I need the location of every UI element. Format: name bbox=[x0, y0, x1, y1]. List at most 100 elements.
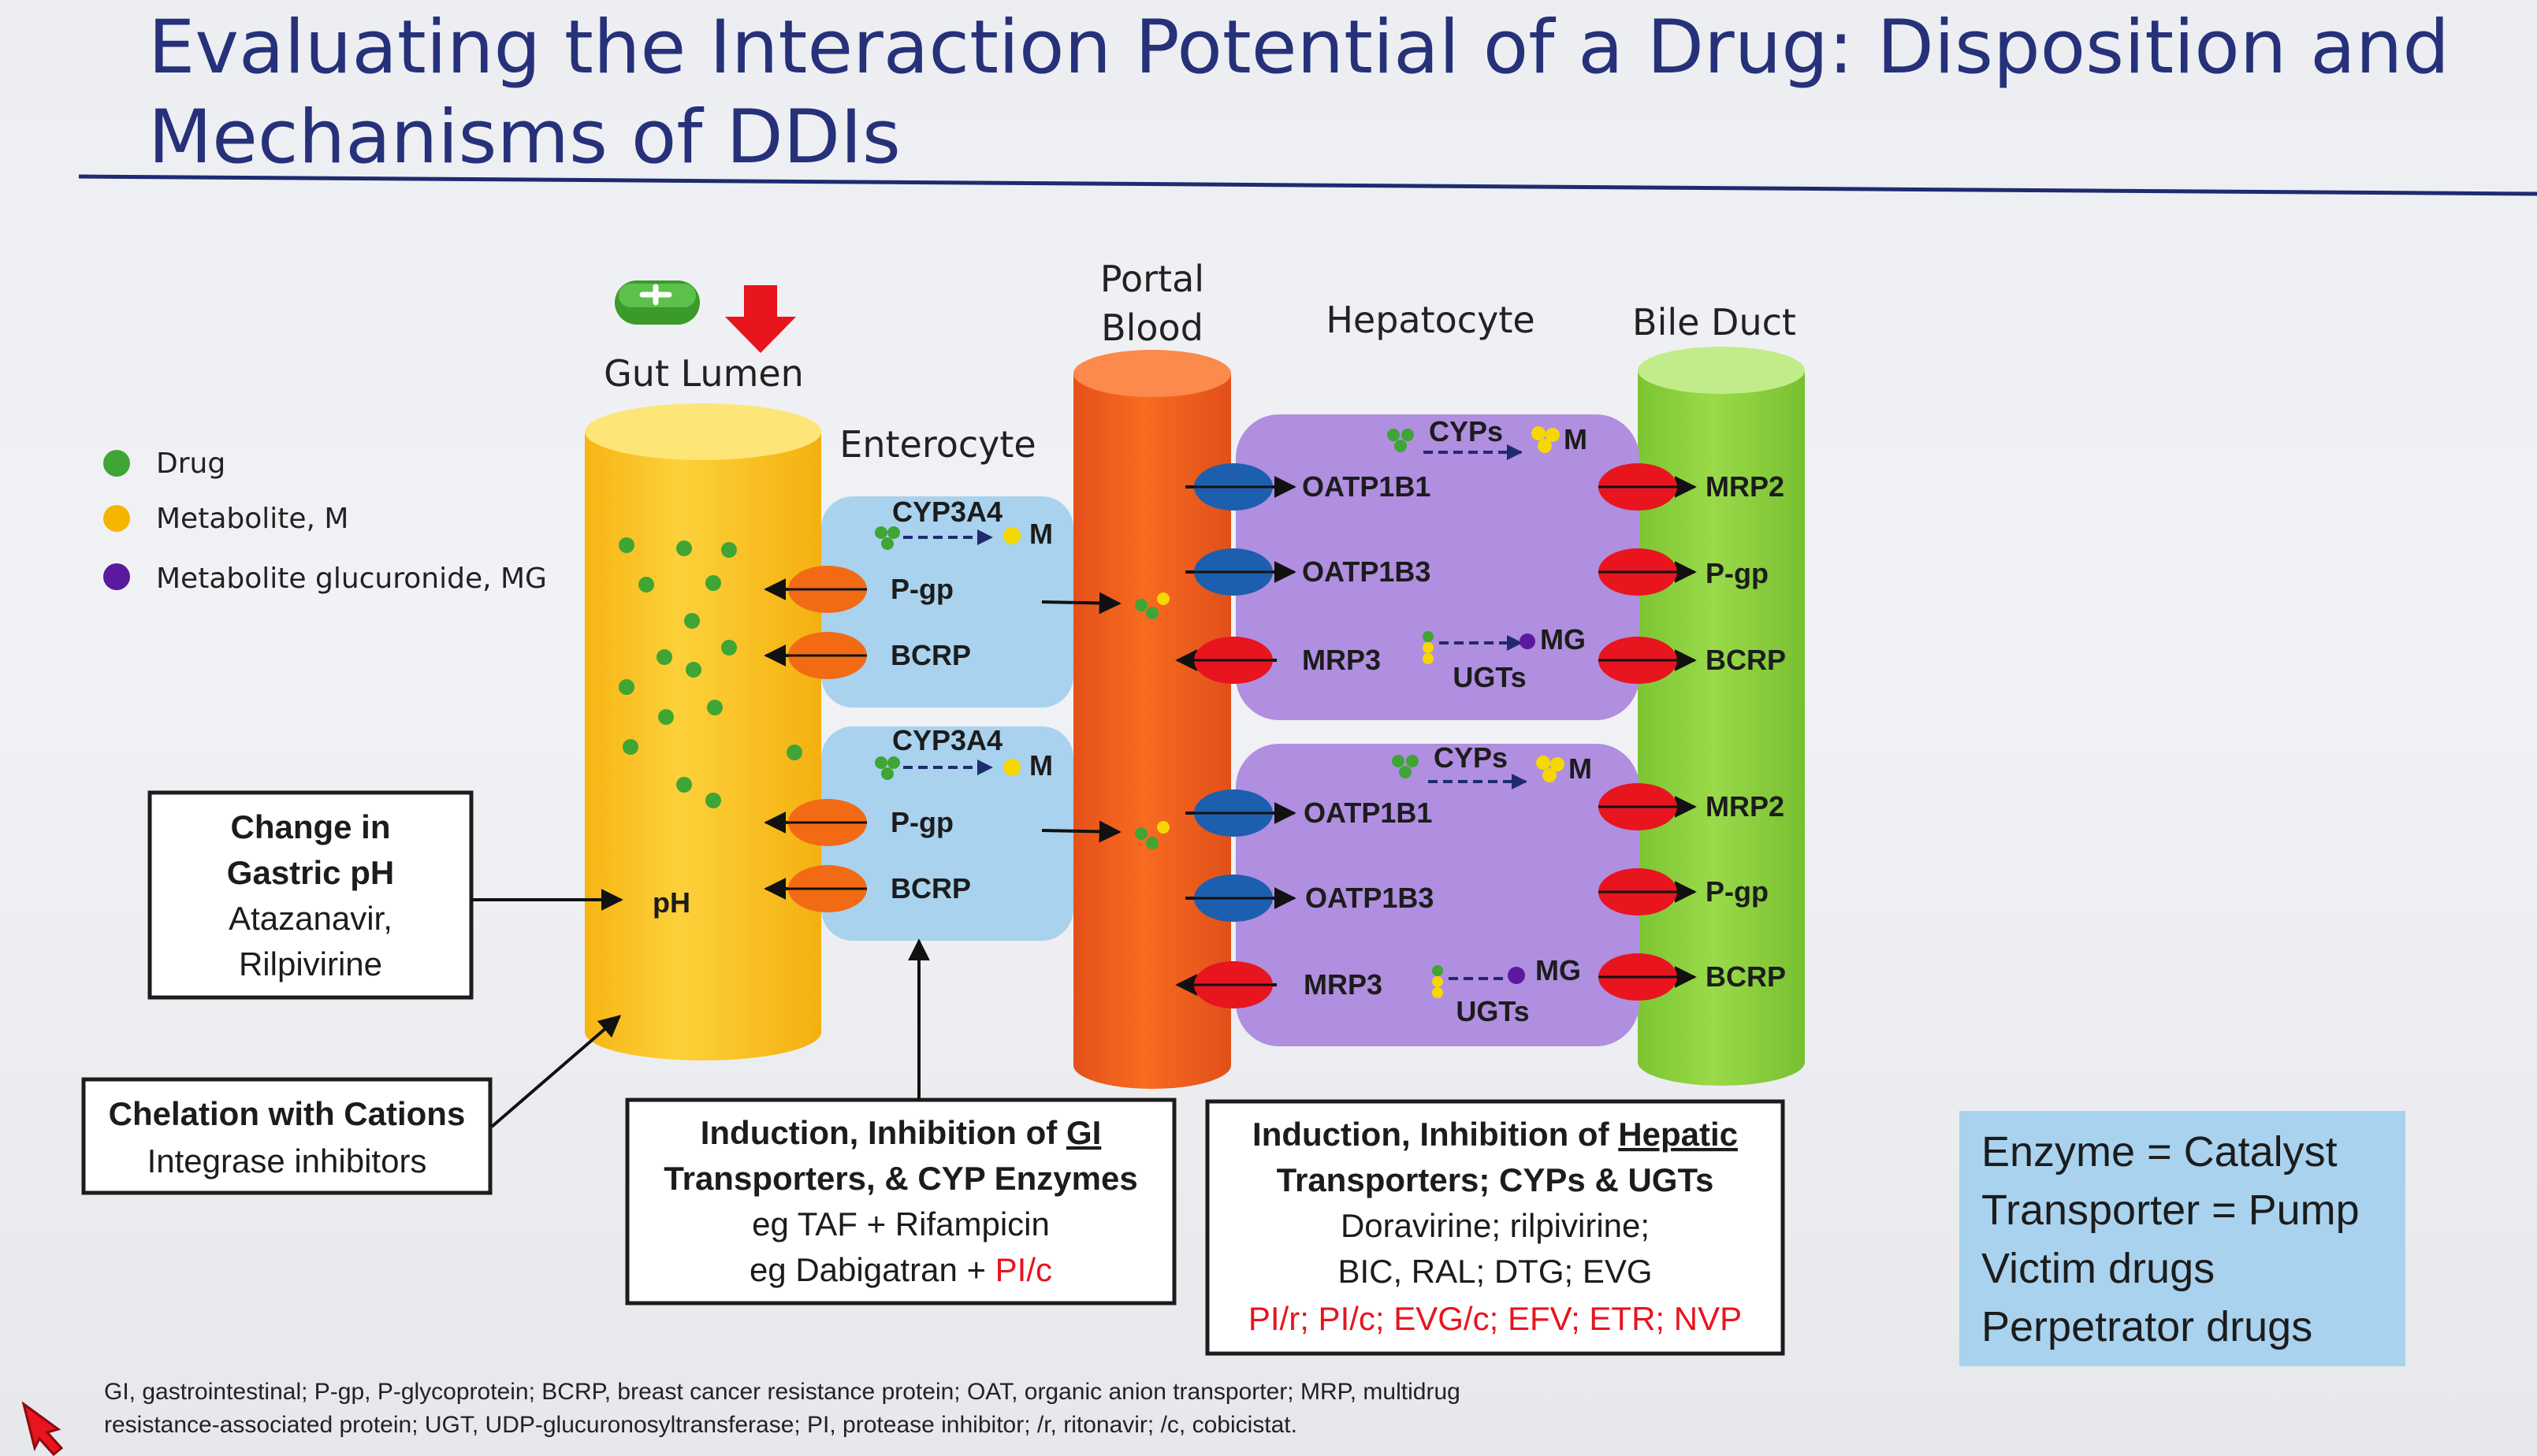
mrp3-label: MRP3 bbox=[1304, 968, 1382, 1001]
drug-cluster-icon bbox=[875, 526, 900, 550]
drug-cluster-icon bbox=[1387, 429, 1414, 452]
oatp1b1-label: OATP1B1 bbox=[1304, 797, 1432, 829]
gastric-title-1: Change in bbox=[230, 808, 390, 845]
footnote-line1: GI, gastrointestinal; P-gp, P-glycoprote… bbox=[104, 1379, 1460, 1405]
header-blood: Blood bbox=[1101, 306, 1203, 349]
enterocyte-cell-lower bbox=[821, 726, 1073, 941]
hepatocyte-cyps-upper: CYPs bbox=[1429, 415, 1503, 448]
gi-interaction-box bbox=[625, 1098, 1177, 1306]
chelation-title: Chelation with Cations bbox=[109, 1095, 466, 1132]
gastric-drug-1: Atazanavir, bbox=[229, 900, 392, 937]
metabolite-label: M bbox=[1564, 423, 1587, 455]
header-enterocyte: Enterocyte bbox=[839, 423, 1036, 466]
absorption-arrow bbox=[1041, 820, 1122, 843]
chelation-drugs: Integrase inhibitors bbox=[147, 1142, 427, 1179]
portal-blood-cylinder bbox=[1073, 350, 1231, 1089]
metabolite-cluster-icon bbox=[1536, 756, 1564, 782]
bile-pgp-label: P-gp bbox=[1706, 557, 1769, 589]
glucuronide-legend-dot bbox=[103, 563, 130, 590]
enterocyte-cyp3a4-upper: CYP3A4 bbox=[892, 496, 1003, 528]
gut-lumen-cylinder bbox=[585, 403, 821, 1060]
metabolite-legend-dot bbox=[103, 505, 130, 532]
ugts-label: UGTs bbox=[1453, 661, 1526, 693]
reference-enzyme: Enzyme = Catalyst bbox=[1981, 1128, 2338, 1176]
chelation-arrow bbox=[490, 1015, 622, 1128]
gi-title-2: Transporters, & CYP Enzymes bbox=[664, 1160, 1137, 1197]
metabolite-label: M bbox=[1029, 518, 1053, 550]
drug-cluster-icon bbox=[875, 756, 900, 780]
hepatic-drugs-2: BIC, RAL; DTG; EVG bbox=[1337, 1253, 1652, 1290]
gastric-title-2: Gastric pH bbox=[227, 854, 394, 891]
metabolite-dot bbox=[1003, 759, 1021, 776]
hepatocyte-cell-lower bbox=[1236, 744, 1639, 1046]
gastric-ph-box bbox=[147, 790, 474, 1000]
legend-glucuronide: Metabolite glucuronide, MG bbox=[156, 563, 547, 595]
hepatic-interaction-box bbox=[1205, 1099, 1785, 1356]
hepatic-title-2: Transporters; CYPs & UGTs bbox=[1277, 1161, 1714, 1198]
gi-example-2: eg Dabigatran + PI/c bbox=[750, 1251, 1052, 1288]
legend: Drug Metabolite, M Metabolite glucuronid… bbox=[103, 448, 547, 595]
reference-victim: Victim drugs bbox=[1981, 1245, 2215, 1292]
metabolite-dot bbox=[1003, 527, 1021, 544]
reference-box bbox=[1959, 1111, 2405, 1366]
metabolite-label: M bbox=[1568, 752, 1592, 785]
absorption-arrow bbox=[1041, 592, 1122, 615]
bcrp-label: BCRP bbox=[891, 639, 971, 671]
bile-pgp-label: P-gp bbox=[1706, 875, 1769, 908]
header-hepatocyte: Hepatocyte bbox=[1326, 299, 1534, 341]
down-arrow-icon bbox=[725, 285, 796, 353]
ph-label: pH bbox=[653, 886, 690, 919]
metabolite-label: M bbox=[1029, 749, 1053, 782]
hepatocyte-cyps-lower: CYPs bbox=[1434, 741, 1508, 774]
header-portal: Portal bbox=[1100, 258, 1204, 300]
drug-cluster-icon bbox=[1423, 631, 1434, 664]
drug-legend-dot bbox=[103, 450, 130, 477]
oatp1b3-label: OATP1B3 bbox=[1305, 882, 1434, 914]
cursor-icon bbox=[21, 1401, 64, 1456]
page-title-line2: Mechanisms of DDIs bbox=[148, 95, 901, 180]
title-underline bbox=[78, 174, 2537, 196]
oatp1b3-label: OATP1B3 bbox=[1302, 555, 1430, 588]
hepatic-drugs-1: Doravirine; rilpivirine; bbox=[1341, 1207, 1650, 1244]
page-title: Evaluating the Interaction Potential of … bbox=[148, 5, 2450, 91]
glucuronide-dot bbox=[1508, 967, 1525, 984]
bile-bcrp-label: BCRP bbox=[1706, 644, 1786, 676]
mrp3-label: MRP3 bbox=[1302, 644, 1381, 676]
hepatic-perpetrators: PI/r; PI/c; EVG/c; EFV; ETR; NVP bbox=[1248, 1300, 1742, 1337]
pgp-label: P-gp bbox=[891, 806, 954, 838]
footnote-line2: resistance-associated protein; UGT, UDP-… bbox=[104, 1412, 1297, 1438]
mrp2-label: MRP2 bbox=[1706, 470, 1784, 503]
gastric-drug-2: Rilpivirine bbox=[239, 945, 382, 982]
pgp-label: P-gp bbox=[891, 573, 954, 605]
mrp2-label: MRP2 bbox=[1706, 790, 1784, 823]
hepatocyte-cell-upper bbox=[1236, 414, 1639, 720]
drug-cluster-icon bbox=[1432, 965, 1443, 998]
glucuronide-label: MG bbox=[1540, 623, 1586, 656]
enterocyte-cyp3a4-lower: CYP3A4 bbox=[892, 724, 1003, 756]
legend-metabolite: Metabolite, M bbox=[156, 503, 348, 535]
bile-bcrp-label: BCRP bbox=[1706, 960, 1786, 993]
gi-title-1: Induction, Inhibition of GI bbox=[701, 1114, 1102, 1151]
metabolite-cluster-icon bbox=[1531, 426, 1560, 453]
header-bile-duct: Bile Duct bbox=[1632, 301, 1796, 344]
ugts-label: UGTs bbox=[1456, 995, 1529, 1027]
bcrp-label: BCRP bbox=[891, 872, 971, 904]
bile-duct-cylinder bbox=[1638, 347, 1805, 1086]
oatp1b1-label: OATP1B1 bbox=[1302, 470, 1430, 503]
hepatic-title-1: Induction, Inhibition of Hepatic bbox=[1252, 1116, 1738, 1153]
bile-transporters bbox=[1598, 463, 1697, 1001]
reference-transporter: Transporter = Pump bbox=[1981, 1187, 2360, 1234]
enterocyte-cell-upper bbox=[821, 496, 1073, 708]
drug-particles bbox=[619, 537, 802, 808]
pill-icon bbox=[615, 280, 700, 325]
chelation-box bbox=[81, 1077, 493, 1195]
drug-cluster-icon bbox=[1392, 755, 1419, 778]
glucuronide-label: MG bbox=[1535, 954, 1581, 986]
legend-drug: Drug bbox=[156, 448, 225, 480]
reference-perpetrator: Perpetrator drugs bbox=[1981, 1303, 2312, 1350]
header-gut-lumen: Gut Lumen bbox=[604, 352, 804, 395]
gi-example-1: eg TAF + Rifampicin bbox=[752, 1205, 1050, 1242]
glucuronide-dot bbox=[1520, 633, 1535, 649]
drug-cluster-icon bbox=[1135, 592, 1170, 849]
